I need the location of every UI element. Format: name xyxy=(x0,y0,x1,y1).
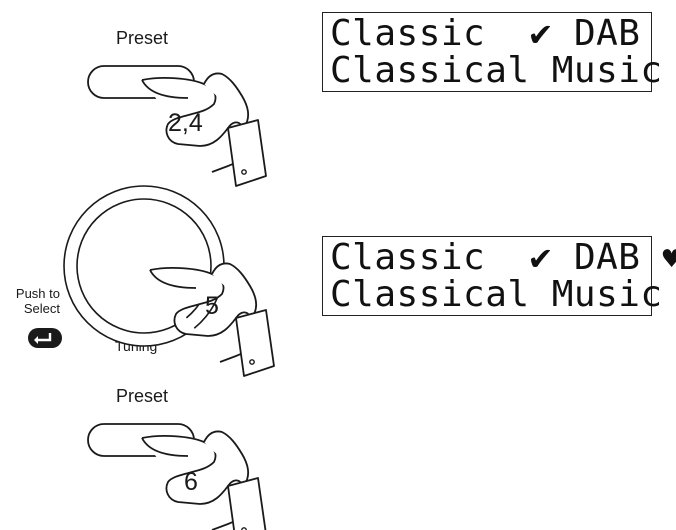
lcd-2-station: Classic xyxy=(330,237,486,278)
lcd-1-band: DAB xyxy=(573,13,641,54)
lcd-display-1: Classic ✔ DAB Classical Music xyxy=(322,12,662,92)
pointing-hand-icon-bottom xyxy=(141,430,267,530)
lcd-1-line-2: Classical Music xyxy=(330,50,663,91)
lcd-1-line-1: Classic ✔ DAB xyxy=(330,16,640,52)
preset-label-top: Preset xyxy=(116,28,169,48)
tuning-knob-inner xyxy=(76,198,212,334)
preset-label-bottom: Preset xyxy=(116,386,169,406)
push-to-label: Push to xyxy=(15,286,60,301)
lcd-2-line-1: Classic ✔ DAB ♥ xyxy=(330,240,676,278)
step-number-bottom: 6 xyxy=(184,468,198,496)
tick-icon: ✔ xyxy=(529,237,552,278)
lcd-2-line-2: Classical Music xyxy=(330,274,663,315)
push-to-select-label: Push to Select xyxy=(2,286,60,316)
tick-icon: ✔ xyxy=(529,13,552,54)
select-label: Select xyxy=(23,301,60,316)
enter-arrow-icon[interactable] xyxy=(28,328,62,348)
lcd-display-2: Classic ✔ DAB ♥ Classical Music xyxy=(322,236,676,316)
lcd-2-band: DAB xyxy=(573,237,641,278)
lcd-1-station: Classic xyxy=(330,13,486,54)
step-number-middle: 5 xyxy=(205,292,219,320)
preset-heart-icon: ♥ xyxy=(662,242,676,277)
pointing-hand-icon-top xyxy=(141,72,267,187)
step-number-top: 2,4 xyxy=(168,109,203,137)
